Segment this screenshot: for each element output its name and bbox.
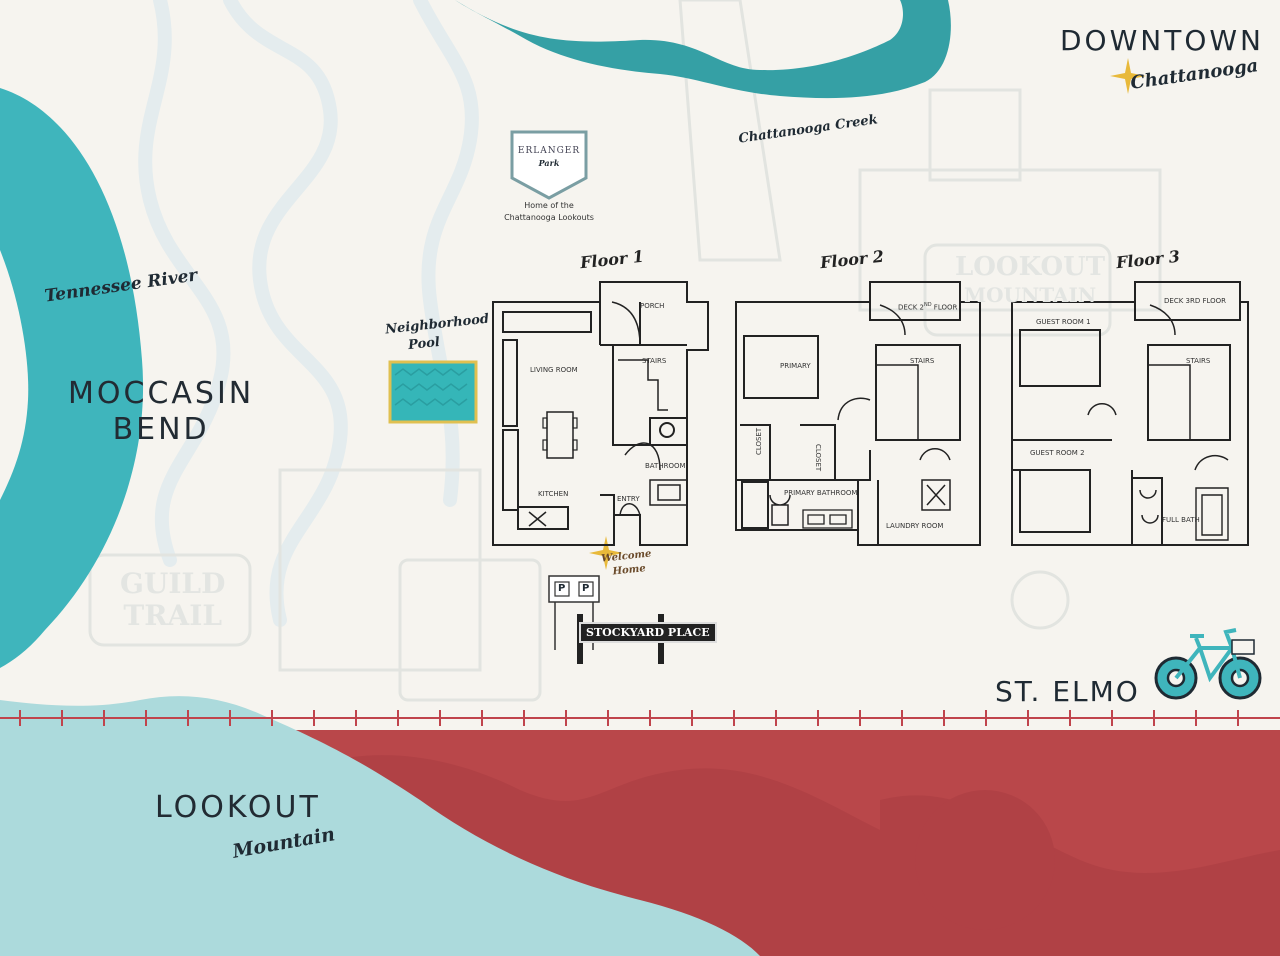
- floor3-stairs-label: STAIRS: [1186, 357, 1211, 365]
- moccasin-bend-land: [0, 250, 29, 500]
- lookout-mountain-sign: LOOKOUT MOUNTAIN: [955, 252, 1105, 307]
- moccasin-line2: BEND: [112, 412, 210, 447]
- floor2-deck-sup: ND: [923, 302, 932, 308]
- lookout-sign-line2: MOUNTAIN: [963, 283, 1097, 308]
- erlanger-park-sub: Park: [538, 158, 560, 168]
- lookout-sign-line1: LOOKOUT: [955, 252, 1106, 282]
- erlanger-caption-line2: Chattanooga Lookouts: [504, 212, 594, 222]
- floor2-deck-prefix: DECK 2: [898, 303, 924, 312]
- erlanger-park-logo: [510, 130, 588, 200]
- erlanger-caption-line1: Home of the: [524, 201, 574, 210]
- erlanger-park-title: ERLANGER: [517, 146, 581, 156]
- guild-sign-line2: TRAIL: [123, 599, 223, 633]
- rail-ticks: [19, 710, 1239, 726]
- downtown-label: DOWNTOWN: [1059, 24, 1264, 57]
- floor2-deck-suffix: FLOOR: [931, 303, 958, 312]
- floor3-guest2-label: GUEST ROOM 2: [1030, 449, 1085, 457]
- neighborhood-pool: [388, 360, 478, 424]
- sparkle-star-icon: [589, 536, 623, 570]
- parking-letter-1: P: [558, 583, 566, 594]
- floor2-primary-label: PRIMARY: [780, 362, 811, 370]
- lookout-label: LOOKOUT: [155, 790, 321, 825]
- guild-sign-line1: GUILD: [120, 567, 226, 600]
- moccasin-line1: MOCCASIN: [68, 376, 255, 411]
- floor3-guest1-label: GUEST ROOM 1: [1036, 318, 1091, 326]
- floor1-living-label: LIVING ROOM: [530, 366, 578, 374]
- parking-letter-2: P: [582, 583, 590, 594]
- st-elmo-label: ST. ELMO: [995, 675, 1140, 708]
- floor1-bathroom-label: BATHROOM: [645, 462, 686, 470]
- background-illustration: [88, 0, 1162, 702]
- floor2-primary-bath-label: PRIMARY BATHROOM: [784, 489, 858, 497]
- floor2-stairs-label: STAIRS: [910, 357, 935, 365]
- floor2-closet2-label: CLOSET: [814, 444, 822, 472]
- floor1-porch-label: PORCH: [640, 302, 665, 310]
- floor1-kitchen-label: KITCHEN: [538, 490, 569, 498]
- welcome-home-label: Welcome Home: [601, 547, 654, 580]
- erlanger-caption: Home of the Chattanooga Lookouts: [490, 200, 608, 223]
- parking-sign-icon: [548, 575, 600, 650]
- floor3-fullbath-label: FULL BATH: [1162, 516, 1200, 524]
- floor2-closet1-label: CLOSET: [755, 427, 763, 455]
- moccasin-bend-label: MOCCASIN BEND: [68, 376, 254, 448]
- lookout-mountain: [0, 696, 760, 956]
- floor2-laundry-label: LAUNDRY ROOM: [886, 522, 944, 530]
- moccasin-bend-water: [0, 88, 144, 668]
- floor3-deck-label: DECK 3RD FLOOR: [1164, 297, 1227, 305]
- sparkle-star-icon: [1110, 58, 1146, 94]
- background-streams: [138, 0, 479, 627]
- floor1-entry-label: ENTRY: [617, 495, 640, 503]
- floor-plan-1: [492, 281, 709, 546]
- floor2-deck-label: DECK 2ND FLOOR: [898, 302, 957, 311]
- stockyard-place-sign: STOCKYARD PLACE: [579, 622, 717, 643]
- floor1-stairs-label: STAIRS: [642, 357, 667, 365]
- floor-plan-2: [735, 281, 981, 546]
- river-band: [455, 0, 951, 99]
- guild-trail-sign: GUILD TRAIL: [120, 567, 226, 633]
- bicycle-icon: [1154, 628, 1262, 700]
- floor-plan-3: [1011, 281, 1249, 546]
